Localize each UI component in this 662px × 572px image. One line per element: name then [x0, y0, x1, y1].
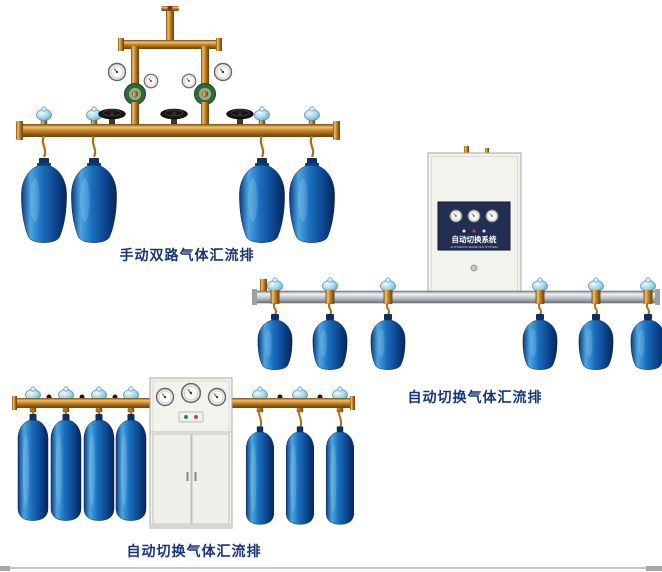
left-regulator-assembly	[107, 62, 159, 128]
right-regulator-assembly	[181, 62, 233, 128]
panel-indicator	[462, 229, 466, 233]
pressure-gauge	[213, 62, 233, 82]
figure-caption-manual: 手动双路气体汇流排	[119, 247, 255, 263]
cabinet-door-left	[152, 433, 192, 525]
inlet-valve-knob	[167, 6, 173, 11]
gas-cylinder	[50, 413, 82, 521]
regulator-outlet-pipe	[131, 102, 139, 128]
auto-manifold-illustration: 自动切换系统 AUTOMATIC MANIFOLD SYSTEM	[252, 146, 662, 371]
gas-cylinder	[70, 157, 118, 244]
pressure-gauge	[143, 73, 159, 89]
figure-caption-auto-right: 自动切换气体汇流排	[407, 389, 543, 405]
cylinder-valve-caps	[260, 277, 656, 304]
pipe-end-cap	[252, 289, 257, 305]
drop-pipe	[131, 46, 139, 84]
bottom-rule-nub	[646, 566, 662, 571]
panel-gauge	[485, 209, 499, 223]
header-end-cap	[118, 38, 124, 51]
pressure-gauge	[107, 62, 127, 82]
cylinder-pigtails	[272, 302, 651, 315]
steel-manifold-rail	[252, 289, 660, 305]
manifold-pipe-right	[230, 398, 352, 408]
drop-pipe	[201, 46, 209, 84]
gas-cylinder	[285, 425, 315, 525]
cabinet-base	[150, 524, 232, 528]
auto-manifold-cabinet-illustration	[12, 377, 355, 529]
pipe-end-cap	[333, 121, 340, 140]
riser-pipe	[166, 8, 174, 46]
manual-manifold-illustration	[16, 6, 340, 244]
cabinet-top-fitting	[485, 148, 489, 156]
gas-cylinder	[578, 313, 614, 371]
pressure-gauge	[180, 382, 202, 404]
gas-cylinder	[312, 313, 348, 371]
pipe-end-cap	[350, 396, 355, 410]
brass-manifold-pipes	[12, 396, 355, 410]
door-handle	[194, 472, 197, 481]
top-header-assembly	[118, 6, 222, 84]
regulator-outlet-pipe	[201, 102, 209, 128]
gas-cylinder	[325, 425, 355, 525]
pipe-elbow-fitting	[260, 279, 267, 293]
pressure-gauge	[155, 387, 175, 407]
door-handle	[186, 472, 189, 481]
pressure-gauge	[181, 73, 197, 89]
pressure-gauge	[207, 387, 227, 407]
cylinder-pigtails	[41, 135, 315, 158]
header-pipe	[122, 40, 218, 49]
control-cabinet	[149, 377, 233, 529]
control-cabinet: 自动切换系统 AUTOMATIC MANIFOLD SYSTEM	[427, 146, 522, 301]
indicator-panel	[178, 411, 204, 423]
pipe-end-cap	[16, 121, 23, 140]
header-end-cap	[216, 38, 222, 51]
indicator-light-red	[194, 415, 198, 419]
manifold-pipe	[20, 124, 336, 137]
bottom-rule-nub	[0, 566, 10, 571]
gas-cylinder	[20, 157, 68, 244]
indicator-light-green	[184, 415, 188, 419]
panel-gauge	[467, 209, 481, 223]
panel-indicator	[482, 229, 486, 233]
cabinet-lock	[470, 264, 478, 272]
regulator	[124, 83, 146, 105]
gas-cylinder	[17, 413, 49, 521]
gas-cylinder	[83, 413, 115, 521]
cabinet-panel-title: 自动切换系统	[452, 234, 497, 244]
gas-cylinder	[522, 313, 558, 371]
gas-cylinder	[370, 313, 406, 371]
pipe-end-cap	[655, 289, 660, 305]
bottom-rule	[0, 567, 662, 569]
gas-cylinder	[115, 413, 147, 521]
cabinet-door-right	[191, 433, 230, 525]
cabinet-panel-subtitle: AUTOMATIC MANIFOLD SYSTEM	[451, 245, 498, 249]
regulator	[194, 83, 216, 105]
manifold-pipe-left	[14, 398, 154, 408]
pipe-unions	[270, 290, 653, 304]
main-manifold-pipe	[16, 106, 340, 140]
panel-indicator	[472, 229, 476, 233]
pipe-end-cap	[12, 396, 17, 410]
panel-gauge	[449, 209, 463, 223]
gas-cylinder	[245, 425, 275, 525]
gas-cylinders	[257, 313, 662, 371]
gas-cylinder	[630, 313, 662, 371]
gas-cylinder	[257, 313, 293, 371]
cabinet-top-fitting	[464, 146, 469, 156]
figure-caption-auto-bottom: 自动切换气体汇流排	[126, 543, 262, 559]
